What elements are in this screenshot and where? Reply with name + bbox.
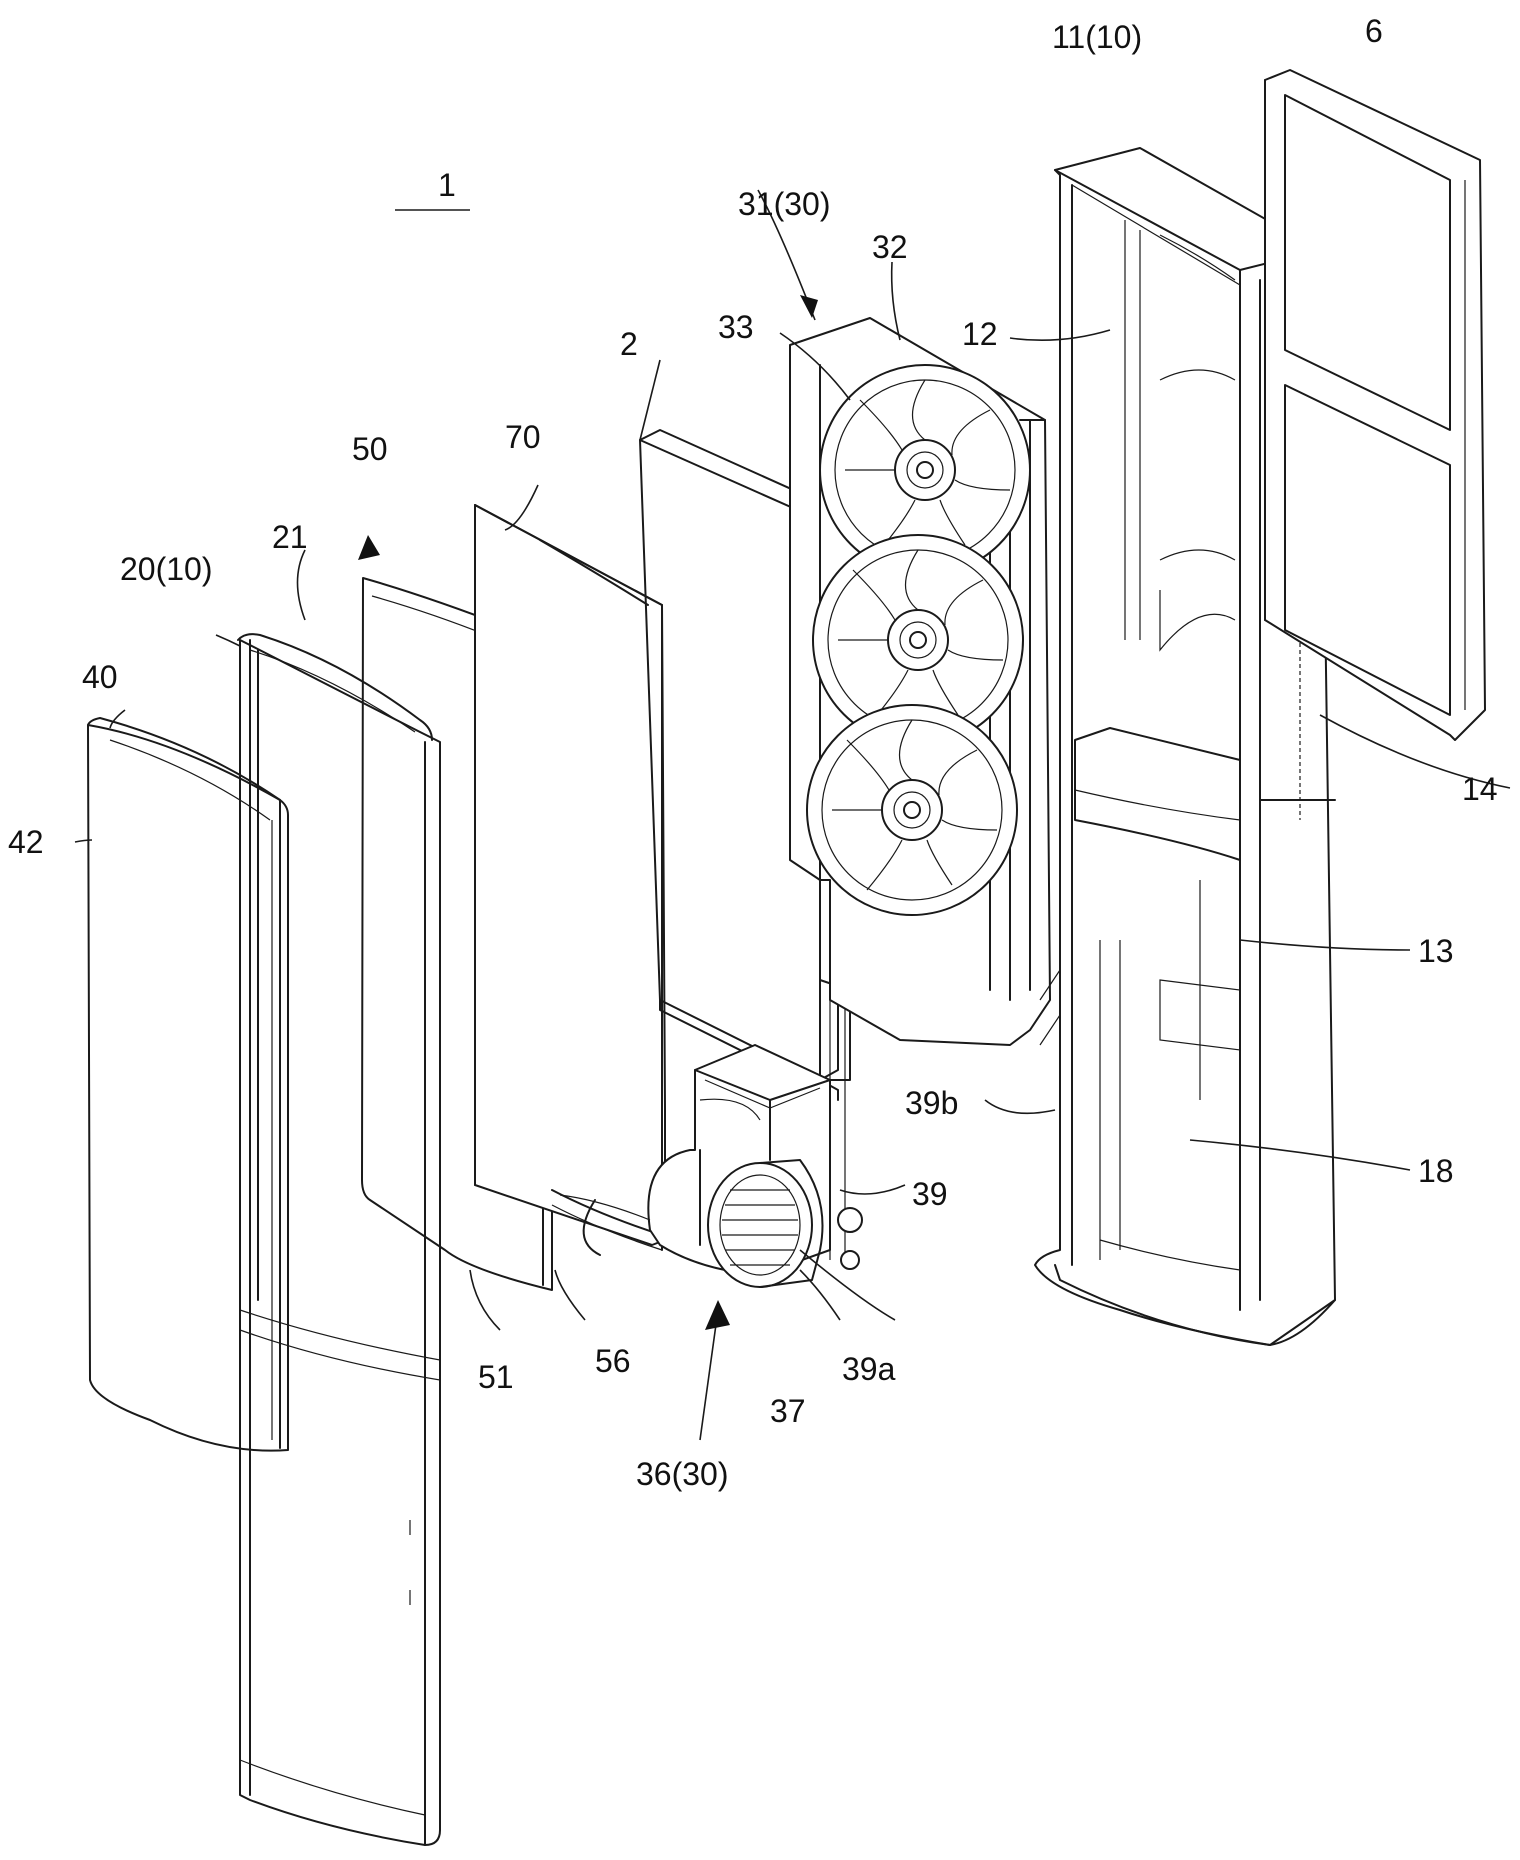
label-39a: 39a [842, 1351, 896, 1387]
label-37: 37 [770, 1393, 806, 1429]
label-39: 39 [912, 1176, 948, 1212]
label-2: 2 [620, 326, 638, 362]
label-11: 11(10) [1052, 19, 1142, 55]
label-21: 21 [272, 519, 308, 555]
leader-lines [74, 189, 1511, 1441]
label-20: 20(10) [120, 551, 213, 587]
label-18: 18 [1418, 1153, 1454, 1189]
label-50: 50 [352, 431, 388, 467]
label-31: 31(30) [738, 186, 831, 222]
fan-blower [806, 704, 1018, 916]
label-13: 13 [1418, 933, 1454, 969]
label-33: 33 [718, 309, 754, 345]
frame-20-upper [237, 633, 433, 1301]
label-56: 56 [595, 1343, 631, 1379]
label-70: 70 [505, 419, 541, 455]
front-panel-20 [239, 639, 441, 1846]
label-42: 42 [8, 824, 44, 860]
label-36: 36(30) [636, 1456, 729, 1492]
label-1: 1 [438, 167, 456, 203]
fan-assembly-31 [789, 317, 1061, 1046]
label-40: 40 [82, 659, 118, 695]
label-12: 12 [962, 316, 998, 352]
label-39b: 39b [905, 1085, 958, 1121]
label-51: 51 [478, 1359, 514, 1395]
fan-blower [819, 364, 1031, 576]
fan-blower [812, 534, 1024, 746]
label-6: 6 [1365, 13, 1383, 49]
frame-70 [474, 504, 666, 1251]
label-32: 32 [872, 229, 908, 265]
label-14: 14 [1462, 771, 1498, 807]
rear-filter-panel-6 [1264, 69, 1486, 741]
front-grille-40 [87, 717, 289, 1452]
drain-pan-36 [559, 1044, 831, 1288]
reference-labels: 1 2 6 11(10) 12 13 14 18 20(10) 21 31(30… [8, 13, 1498, 1492]
